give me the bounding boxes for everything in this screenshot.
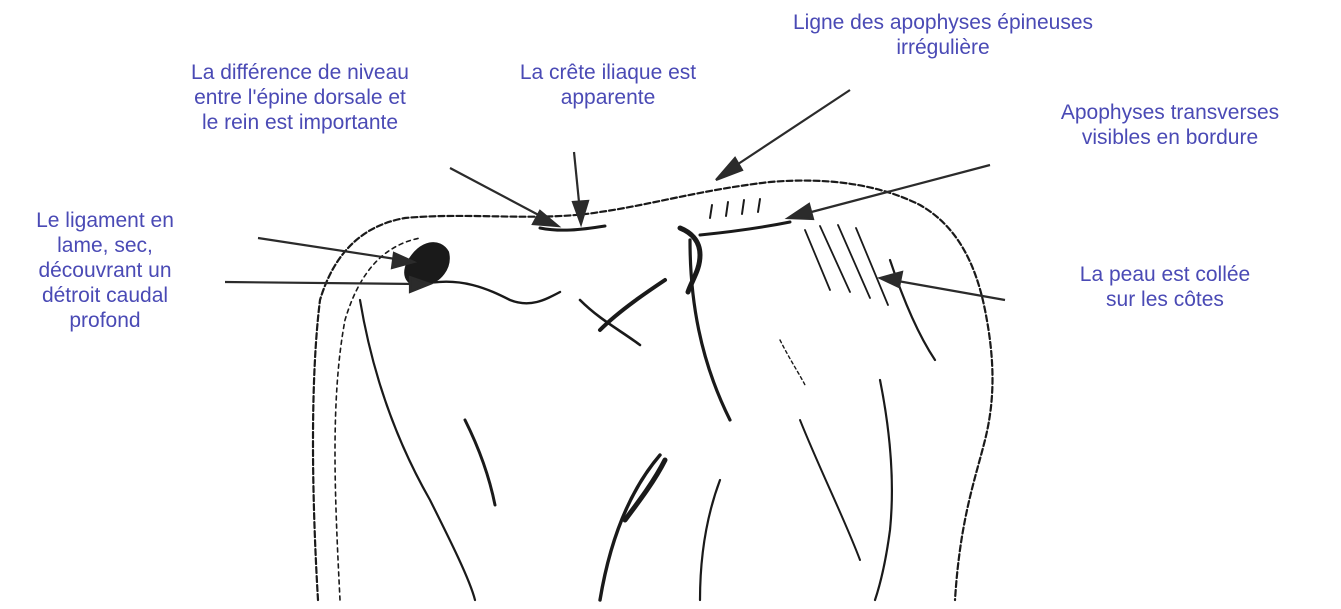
arrow-apophyses-transverses [788, 165, 990, 219]
transverse-ridge [700, 222, 790, 235]
label-ligne-apophyses: Ligne des apophyses épineuses irrégulièr… [733, 10, 1153, 60]
back-outline [313, 181, 993, 600]
center-leg-right [700, 480, 720, 600]
right-thigh [875, 380, 892, 600]
left-thigh [360, 300, 475, 600]
right-leg-fold [800, 420, 860, 560]
rib-lines [805, 225, 888, 305]
center-leg-left [600, 455, 660, 600]
label-apophyses-transverses: Apophyses transverses visibles en bordur… [1010, 100, 1330, 150]
udder-shadow [625, 460, 665, 520]
transverse-ticks [710, 199, 760, 218]
left-fold [600, 280, 665, 330]
label-ligament: Le ligament en lame, sec, découvrant un … [0, 208, 210, 333]
right-inner-line [780, 340, 805, 385]
caudal-hollow [420, 282, 560, 304]
arrow-peau-collee [880, 272, 1005, 300]
left-leg-crease [465, 420, 495, 505]
spine-ridge [540, 226, 605, 230]
label-difference-niveau: La différence de niveau entre l'épine do… [140, 60, 460, 135]
arrow-ligament-upper [258, 238, 414, 268]
label-crete-iliaque: La crête iliaque est apparente [478, 60, 738, 110]
inner-contour [335, 238, 420, 600]
label-peau-collee: La peau est collée sur les côtes [1035, 262, 1295, 312]
arrow-ligament-lower [225, 277, 430, 292]
